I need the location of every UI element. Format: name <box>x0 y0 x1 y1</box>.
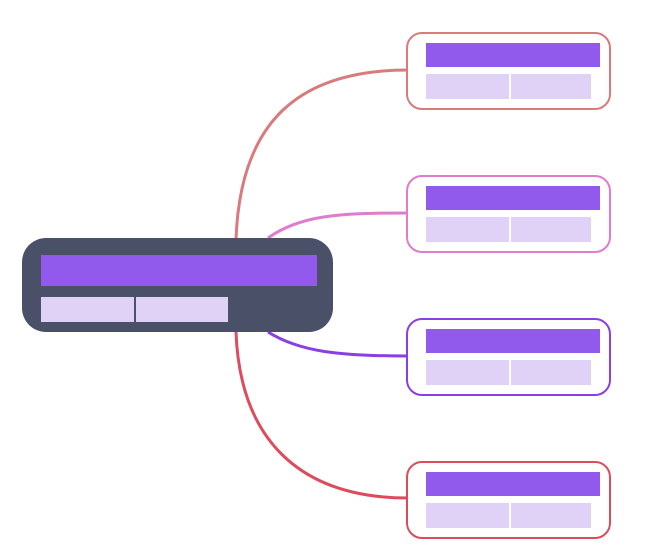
child-node-title-bar[interactable] <box>426 186 600 210</box>
root-node-field-2[interactable] <box>135 297 228 322</box>
child-node-title-bar[interactable] <box>426 472 600 496</box>
child-node-title-bar[interactable] <box>426 43 600 67</box>
child-node-title-bar[interactable] <box>426 329 600 353</box>
connector-branch-4 <box>234 331 409 500</box>
child-node-field-2[interactable] <box>511 217 591 242</box>
root-node-title-bar[interactable] <box>41 255 317 286</box>
child-node-field-1[interactable] <box>426 503 509 528</box>
connector-branch-2 <box>267 211 409 240</box>
child-node-field-1[interactable] <box>426 360 509 385</box>
child-node-field-1[interactable] <box>426 217 509 242</box>
child-node-branch-3[interactable] <box>406 318 611 396</box>
child-node-field-2[interactable] <box>511 74 591 99</box>
child-node-field-1[interactable] <box>426 74 509 99</box>
root-node-field-1[interactable] <box>41 297 134 322</box>
child-node-branch-1[interactable] <box>406 32 611 110</box>
connector-branch-1 <box>234 68 409 241</box>
child-node-field-2[interactable] <box>511 360 591 385</box>
child-node-field-2[interactable] <box>511 503 591 528</box>
child-node-branch-4[interactable] <box>406 461 611 539</box>
child-node-branch-2[interactable] <box>406 175 611 253</box>
connector-branch-3 <box>267 330 409 358</box>
